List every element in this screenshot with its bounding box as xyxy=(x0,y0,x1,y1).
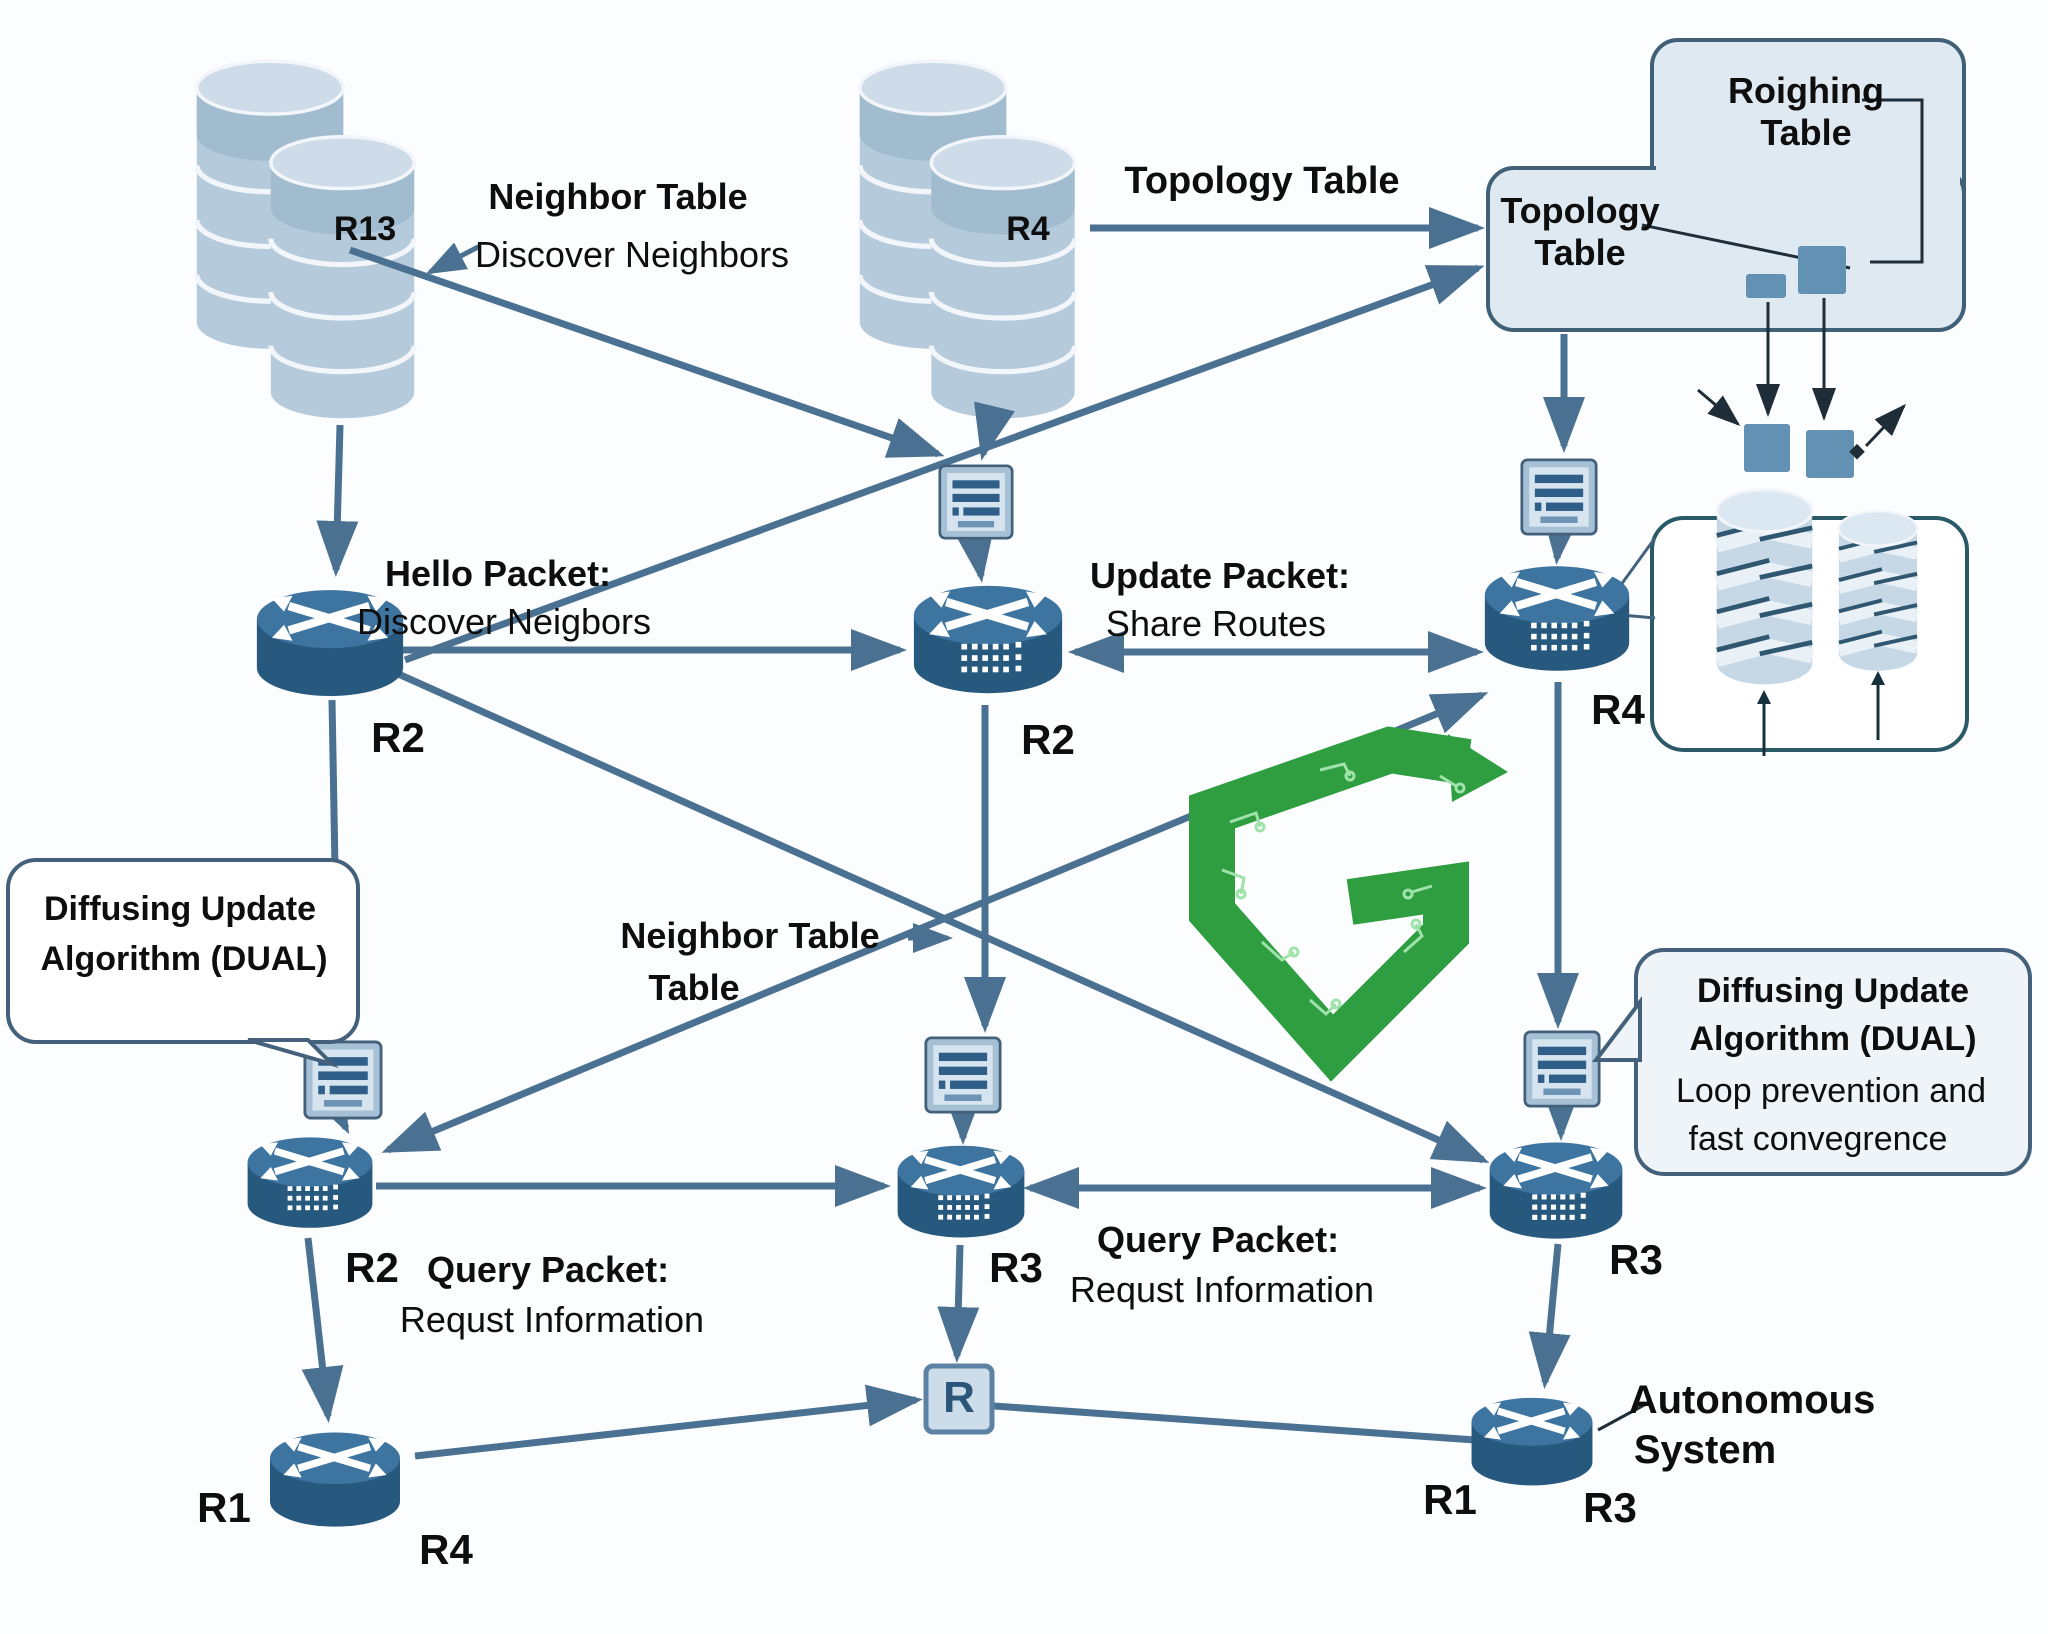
autonomous-label-2: System xyxy=(1633,1428,1777,1472)
router-r1r3-icon xyxy=(1472,1398,1593,1486)
route-square-in-arrow xyxy=(1697,388,1741,426)
routing-table-label-1: Roighing xyxy=(1728,70,1884,112)
topology-table-caption: Topology Table xyxy=(1124,160,1400,203)
route-square-left-icon xyxy=(1744,424,1790,472)
db-label-r13: R13 xyxy=(333,210,397,249)
link-packet-rt-to-r4 xyxy=(1540,507,1583,565)
neighbor-table-subtitle: Discover Neighbors xyxy=(474,234,790,276)
link-packet-bl-to-r2bl xyxy=(305,1074,350,1135)
router-label-r4-left: R4 xyxy=(419,1525,473,1573)
query-right-subtitle: Requst Information xyxy=(1069,1269,1375,1311)
router-r2-center-icon xyxy=(914,586,1062,693)
dual-right-callout xyxy=(1591,948,2032,1176)
link-r2bl-to-r1r4 xyxy=(301,1237,344,1423)
query-left-subtitle: Requst Information xyxy=(399,1299,705,1341)
dual-right-line2: Algorithm (DUAL) xyxy=(1689,1020,1977,1059)
link-r3br-to-r1r3 xyxy=(1528,1243,1571,1389)
router-label-r3-bottomcenter: R3 xyxy=(989,1243,1043,1291)
query-packet-icon xyxy=(924,1036,1002,1114)
hello-packet-subtitle: Discover Neigbors xyxy=(356,601,652,643)
feasible-successor-stack-icon xyxy=(1839,511,1917,670)
router-r1r4-icon xyxy=(270,1433,400,1527)
routing-table-label-2: Table xyxy=(1760,112,1852,154)
dual-right-line3: Loop prevention and xyxy=(1675,1072,1987,1111)
neighbor-mid-label-2: Table xyxy=(648,967,740,1009)
r-node-box xyxy=(923,1363,995,1435)
link-packet-ct-to-r2c xyxy=(953,524,995,583)
successor-stacks-box xyxy=(1650,490,1969,756)
route-square-diamond xyxy=(1849,443,1865,460)
route-square-out-arrow xyxy=(1864,403,1907,448)
link-r2-to-table-box xyxy=(403,264,1485,664)
autonomous-label-1: Autonomous xyxy=(1628,1378,1876,1422)
hello-packet-title: Hello Packet: xyxy=(384,553,612,595)
link-db-to-center-packet xyxy=(348,246,945,458)
routing-table-connector xyxy=(1862,98,1924,264)
dual-right-packet-icon xyxy=(1523,1030,1601,1108)
autonomous-pointer xyxy=(1597,1402,1647,1432)
link-r3bc-to-rbox xyxy=(937,1244,980,1363)
dual-right-line1: Diffusing Update xyxy=(1697,972,1969,1011)
topology-box-label-2: Table xyxy=(1534,232,1626,274)
routing-topology-table-box xyxy=(1486,38,1966,332)
update-packet-title: Update Packet: xyxy=(1089,555,1351,597)
topology-box-label-1: Topology xyxy=(1500,190,1660,232)
table-entry-small-icon xyxy=(1746,274,1786,298)
dual-left-line1: Diffusing Update xyxy=(44,890,316,929)
query-right-title: Query Packet: xyxy=(1096,1219,1340,1261)
router-label-r3-bottomright: R3 xyxy=(1609,1235,1663,1283)
router-label-r3-right: R3 xyxy=(1583,1483,1637,1531)
r-node-label: R xyxy=(943,1372,975,1422)
router-label-r2-topleft: R2 xyxy=(371,713,425,761)
router-r3-bottomright-icon xyxy=(1490,1143,1623,1239)
successor-stack-icon xyxy=(1717,490,1812,685)
router-label-r2-bottomleft: R2 xyxy=(345,1243,399,1291)
router-label-r2-center: R2 xyxy=(1021,715,1075,763)
router-r3-bottomcenter-icon xyxy=(898,1146,1025,1238)
dual-left-callout xyxy=(6,858,360,1069)
eigrp-logo xyxy=(1189,726,1508,1082)
db-label-r4: R4 xyxy=(1006,210,1050,249)
dual-left-line2: Algorithm (DUAL) xyxy=(40,940,328,979)
link-rbox-to-r1r3 xyxy=(993,1402,1476,1444)
neighbor-caption-pointer xyxy=(425,242,482,275)
neighbor-mid-label-1: Neighbor Table xyxy=(620,915,880,957)
router-label-r1-left: R1 xyxy=(197,1483,251,1531)
router-label-r4-right: R4 xyxy=(1591,685,1645,733)
topology-packet-icon xyxy=(1520,458,1598,536)
neighbor-table-title: Neighbor Table xyxy=(488,176,748,218)
route-square-right-icon xyxy=(1806,430,1854,478)
update-packet-subtitle: Share Routes xyxy=(1105,603,1327,645)
link-db-to-r2-topleft xyxy=(316,424,359,577)
query-left-title: Query Packet: xyxy=(426,1249,670,1291)
dual-right-line4: fast convegrence xyxy=(1688,1120,1948,1159)
router-label-r1-right: R1 xyxy=(1423,1475,1477,1523)
update-packet-icon xyxy=(938,464,1014,540)
router-r2-bottomleft-icon xyxy=(248,1137,373,1227)
link-r1r4-to-rbox xyxy=(414,1384,923,1460)
router-r4-right-icon xyxy=(1485,566,1629,671)
table-entry-large-icon xyxy=(1798,246,1846,294)
